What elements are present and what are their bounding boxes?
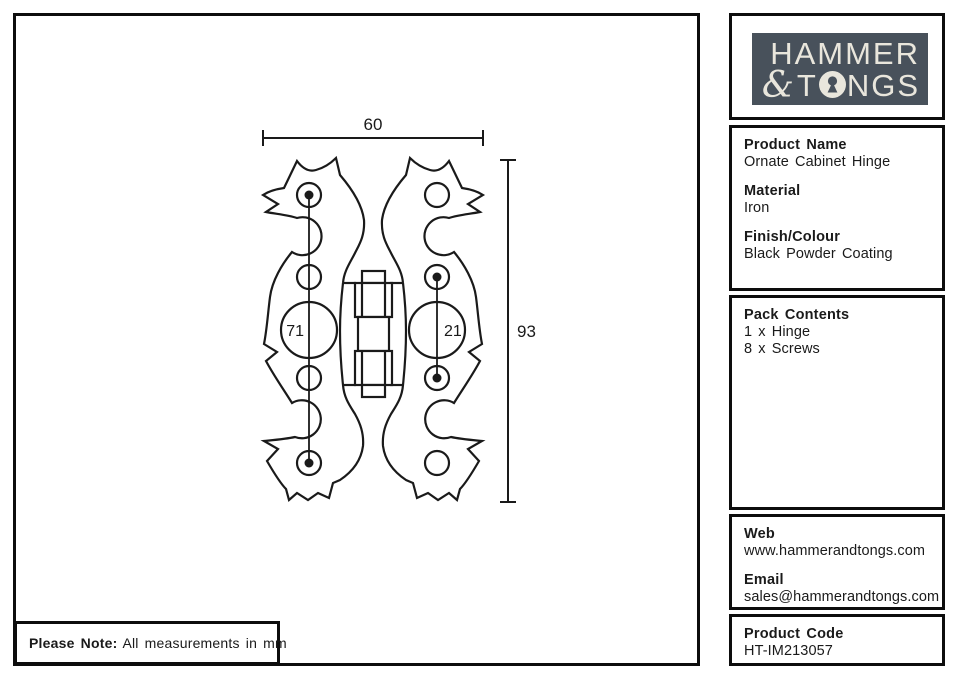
product-details-box: Product Name Ornate Cabinet Hinge Materi…: [729, 125, 945, 291]
screw-center-mark: [304, 458, 314, 468]
measurements-note: Please Note: All measurements in mm: [14, 621, 287, 665]
logo-tongs-t: T: [796, 67, 818, 103]
note-text: All measurements in mm: [122, 635, 287, 651]
pack-contents-box: Pack Contents 1 x Hinge 8 x Screws: [729, 295, 945, 510]
field-label: Product Name: [744, 137, 847, 153]
field-value: Iron: [744, 200, 770, 216]
email-address: sales@hammerandtongs.com: [744, 589, 940, 605]
logo-tongs-rest: NGS: [846, 67, 920, 103]
logo-word-tongs: & T NGS: [752, 64, 920, 106]
dim-right-holes-label: 21: [444, 323, 462, 340]
dim-width-label: 60: [364, 115, 383, 134]
dim-height-label: 93: [517, 322, 536, 341]
field-web: Web www.hammerandtongs.com: [744, 526, 932, 560]
dimension-left-holes: [304, 190, 314, 468]
screw-center-mark: [432, 373, 442, 383]
hinge-technical-drawing: 60 93: [260, 115, 536, 503]
field-label: Web: [744, 526, 775, 542]
field-label: Email: [744, 572, 784, 588]
website-url: www.hammerandtongs.com: [744, 543, 926, 559]
pack-item: 8 x Screws: [744, 341, 820, 357]
field-label: Finish/Colour: [744, 229, 841, 245]
dimension-width: [262, 130, 484, 146]
hinge-leaf-right: [380, 156, 485, 502]
dimension-right-holes: [432, 272, 442, 383]
field-finish-colour: Finish/Colour Black Powder Coating: [744, 229, 932, 263]
field-label: Material: [744, 183, 801, 199]
keyhole-icon: [818, 71, 846, 104]
brand-logo-box: HAMMER & T NGS: [729, 13, 945, 120]
field-email: Email sales@hammerandtongs.com: [744, 572, 940, 606]
logo-ampersand: &: [761, 64, 794, 106]
drawing-panel: 60 93: [13, 13, 700, 666]
screw-center-mark: [432, 272, 442, 282]
product-code-box: Product Code HT-IM213057: [729, 614, 945, 666]
note-label: Please Note:: [29, 635, 118, 651]
dim-left-holes-label: 71: [286, 323, 304, 340]
hinge-barrel: [353, 269, 394, 399]
hinge-leaf: [260, 155, 366, 502]
brand-logo: HAMMER & T NGS: [752, 33, 928, 105]
field-product-name: Product Name Ornate Cabinet Hinge: [744, 137, 932, 171]
field-value: Black Powder Coating: [744, 246, 893, 262]
pack-item: 1 x Hinge: [744, 324, 811, 340]
logo-word-hammer: HAMMER: [770, 36, 920, 71]
screw-center-mark: [304, 190, 314, 200]
field-material: Material Iron: [744, 183, 932, 217]
field-value: Ornate Cabinet Hinge: [744, 154, 891, 170]
pack-contents-label: Pack Contents: [744, 307, 850, 323]
product-code-value: HT-IM213057: [744, 643, 833, 659]
dimension-height: [500, 159, 516, 503]
product-code-label: Product Code: [744, 626, 844, 642]
contact-box: Web www.hammerandtongs.com Email sales@h…: [729, 514, 945, 610]
